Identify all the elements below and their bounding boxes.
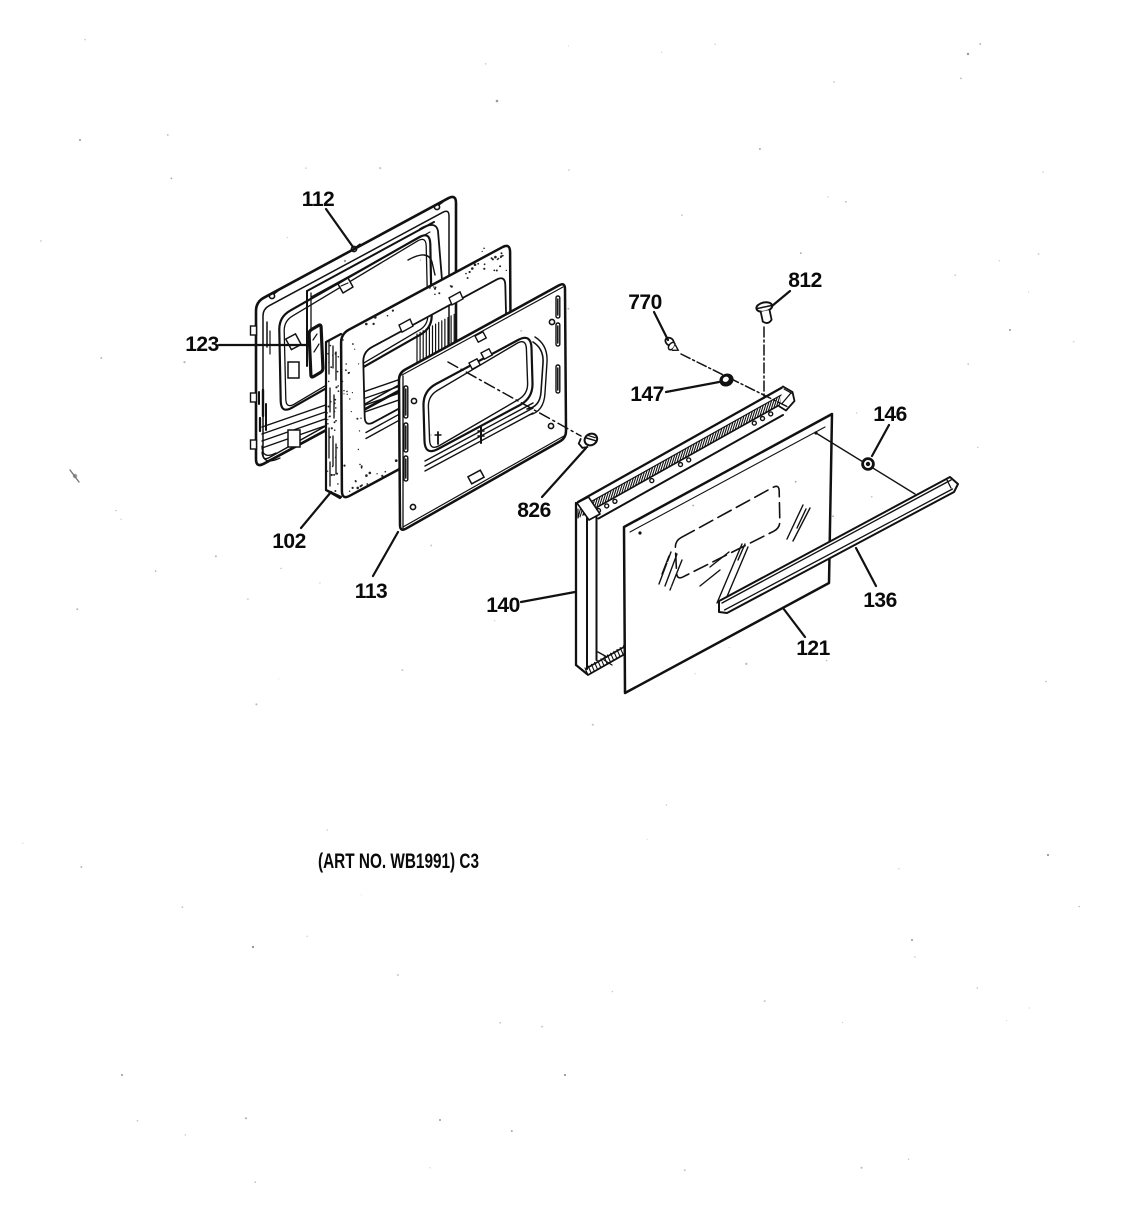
svg-text:136: 136 (863, 589, 897, 612)
svg-text:147: 147 (630, 383, 664, 406)
svg-text:826: 826 (517, 499, 551, 522)
svg-text:113: 113 (355, 580, 387, 603)
svg-text:770: 770 (628, 291, 662, 314)
svg-text:140: 140 (486, 594, 520, 617)
svg-text:102: 102 (272, 530, 306, 553)
svg-text:121: 121 (796, 637, 830, 660)
svg-text:812: 812 (788, 269, 822, 292)
svg-text:112: 112 (302, 188, 334, 211)
svg-text:123: 123 (185, 333, 219, 356)
svg-text:146: 146 (873, 403, 907, 426)
svg-text:(ART NO. WB1991) C3: (ART NO. WB1991) C3 (318, 850, 479, 873)
